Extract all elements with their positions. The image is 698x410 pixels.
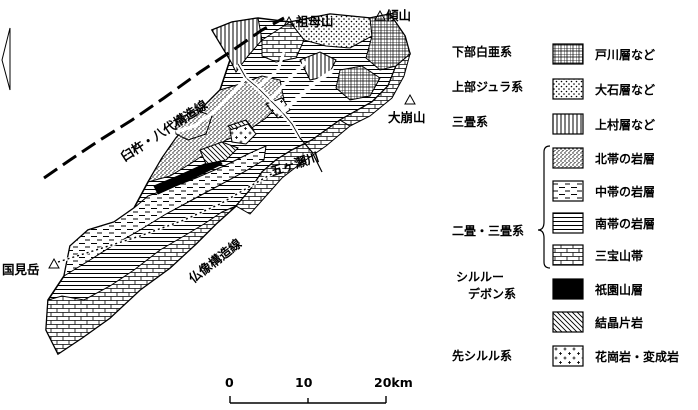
katamukiyama-label: 傾山: [385, 8, 411, 23]
legend-system-pre-silurian: 先シルル系: [452, 348, 512, 363]
legend: 下部白亜系 上部ジュラ系 三畳系 二畳・三畳系 シルルー デボン系 先シルル系 …: [452, 43, 679, 367]
scale-bar: 0 10 20km: [225, 375, 413, 404]
tributary-3: [175, 76, 248, 134]
legend-swatch-gionyama: [552, 278, 584, 300]
legend-unit-tokawa: 戸川層など: [595, 48, 655, 62]
legend-unit-granite-metamorphic: 花崗岩・変成岩: [595, 349, 679, 364]
sobosan-peak-triangle: [283, 15, 295, 27]
okueyama-peak-triangle: [404, 93, 416, 105]
sanbosan-belt-south: [45, 205, 237, 355]
legend-unit-southern-belt: 南帯の岩層: [595, 216, 655, 231]
legend-swatch-granite-metamorphic: [552, 345, 584, 367]
kunimidake-peak-triangle: [48, 257, 60, 269]
katamukiyama-peak-triangle: [374, 9, 386, 21]
legend-system-triassic: 三畳系: [452, 114, 488, 129]
legend-system-silurian-devonian-2: デボン系: [468, 286, 516, 301]
scale-tick-label-0: 0: [225, 375, 234, 390]
sanbosan-block-north: [261, 21, 305, 63]
sobosan-label: 祖母山: [295, 14, 334, 29]
kunimidake-label: 国見岳: [2, 262, 40, 277]
legend-swatch-crystalline-schist: [552, 311, 584, 333]
scale-tick-label-10: 10: [295, 375, 313, 390]
sanbosan-block-mid: [339, 52, 411, 127]
legend-unit-northern-belt: 北帯の岩層: [595, 151, 655, 166]
butsuzo-tectonic-line-dots: [57, 167, 283, 263]
granite-zone: [229, 123, 257, 145]
legend-unit-oishi: 大石層など: [595, 82, 655, 97]
tributary-1: [280, 68, 336, 114]
crystalline-schist-zone: [199, 141, 239, 165]
gokase-river-outlet: [299, 137, 323, 173]
legend-system-upper-jurassic: 上部ジュラ系: [452, 79, 523, 94]
legend-unit-crystalline-schist: 結晶片岩: [595, 315, 643, 330]
legend-swatch-kamimura: [552, 113, 584, 135]
legend-swatch-northern-belt: [552, 147, 584, 169]
legend-system-lower-cretaceous: 下部白亜系: [452, 44, 512, 59]
gionyama-belt: [153, 157, 223, 195]
upper-jurassic-zone: [289, 13, 373, 49]
legend-swatch-southern-belt: [552, 212, 584, 234]
legend-swatch-oishi: [552, 78, 584, 100]
legend-swatch-tokawa: [552, 43, 584, 65]
okueyama-label: 大崩山: [388, 110, 426, 125]
usuki-yatsushiro-tectonic-line: [43, 16, 285, 180]
legend-swatch-sanbosan: [552, 244, 584, 266]
legend-unit-sanbosan: 三宝山帯: [595, 248, 643, 263]
legend-unit-gionyama: 祇園山層: [594, 282, 643, 297]
page-edge-arrow: [1, 27, 11, 91]
scale-tick-label-20: 20km: [374, 375, 413, 390]
triassic-zone: [211, 17, 263, 73]
map-body: [45, 13, 411, 356]
legend-unit-middle-belt: 中帯の岩層: [595, 184, 655, 199]
legend-unit-kamimura: 上村層など: [595, 117, 655, 132]
tributary-2: [268, 60, 308, 102]
lower-cretaceous-zone-2: [335, 65, 381, 101]
tributary-4: [256, 51, 286, 90]
legend-system-silurian-devonian-1: シルルー: [456, 270, 504, 284]
legend-swatch-middle-belt: [552, 180, 584, 202]
scale-line: [229, 396, 387, 404]
legend-system-permo-triassic: 二畳・三畳系: [452, 223, 524, 238]
legend-brace: [537, 145, 551, 269]
